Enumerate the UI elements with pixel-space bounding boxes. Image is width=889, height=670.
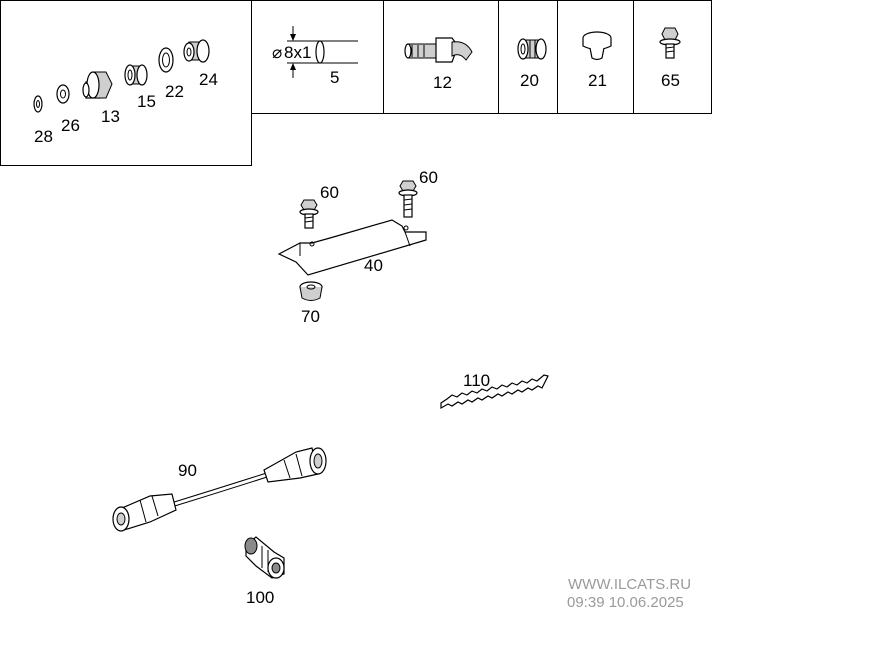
label-40: 40 [364, 256, 383, 275]
bolt-60-right-icon[interactable] [398, 180, 418, 218]
diameter-symbol: ⌀ [272, 43, 282, 62]
label-65: 65 [661, 71, 680, 90]
label-20: 20 [520, 71, 539, 90]
label-24: 24 [199, 70, 218, 89]
grommet-20-icon[interactable] [517, 38, 547, 60]
label-15: 15 [137, 92, 156, 111]
label-22: 22 [165, 82, 184, 101]
adapter-24-icon[interactable] [183, 39, 210, 63]
box-bolt [633, 0, 712, 114]
bracket-40-icon[interactable] [277, 219, 427, 276]
tube-5-icon[interactable] [287, 26, 358, 78]
parts-header-boxes [0, 0, 712, 166]
ring-22-icon[interactable] [158, 47, 174, 73]
watermark-site: WWW.ILCATS.RU [568, 576, 691, 593]
label-13: 13 [101, 107, 120, 126]
label-70: 70 [301, 307, 320, 326]
bolt-60-left-icon[interactable] [299, 199, 319, 229]
label-60-right: 60 [419, 168, 438, 187]
washer-28-icon[interactable] [33, 95, 43, 113]
label-110: 110 [463, 371, 490, 390]
label-90: 90 [178, 461, 197, 480]
sensor-100-icon[interactable] [244, 536, 285, 579]
strip-110-icon[interactable] [440, 374, 549, 410]
bolt-65-icon[interactable] [659, 27, 681, 59]
label-12: 12 [433, 73, 452, 92]
tube-dimension: 8x1 [284, 43, 311, 62]
label-21: 21 [588, 71, 607, 90]
label-100: 100 [246, 588, 274, 607]
nut-70-icon[interactable] [299, 281, 323, 301]
sleeve-15-icon[interactable] [124, 64, 148, 86]
label-60-left: 60 [320, 183, 339, 202]
label-5: 5 [330, 68, 339, 87]
union-nut-13-icon[interactable] [82, 71, 113, 99]
cap-21-icon[interactable] [582, 31, 612, 61]
watermark-datetime: 09:39 10.06.2025 [567, 594, 684, 611]
label-28: 28 [34, 127, 53, 146]
washer-26-icon[interactable] [56, 84, 70, 104]
elbow-fitting-12-icon[interactable] [404, 37, 473, 63]
cable-90-icon[interactable] [112, 447, 327, 532]
label-26: 26 [61, 116, 80, 135]
